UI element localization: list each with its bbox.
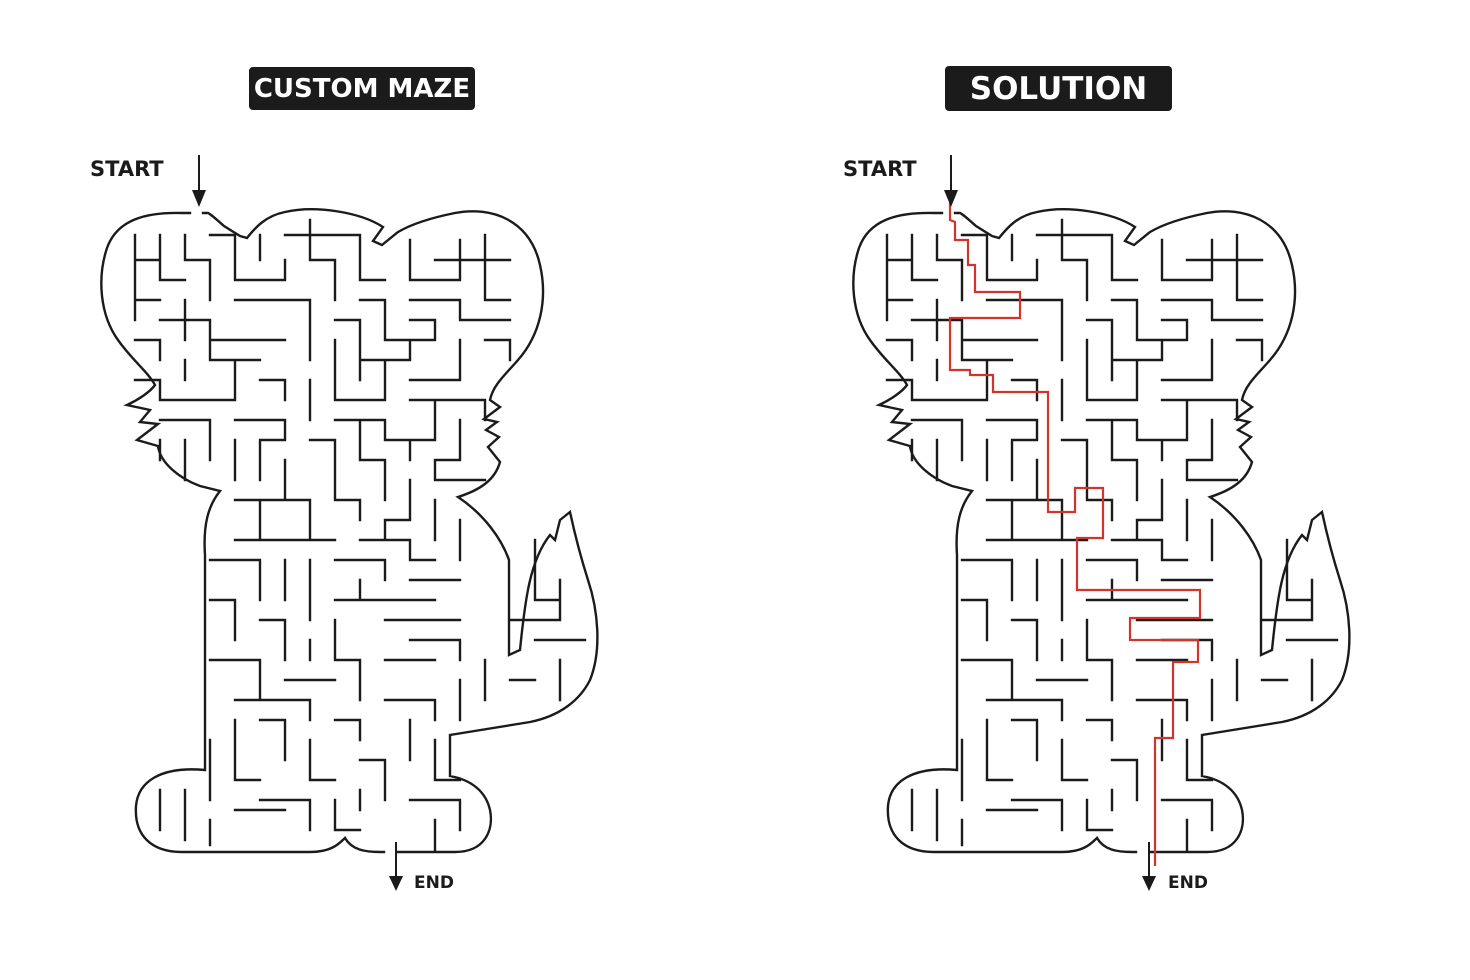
solution-end-label: END xyxy=(1168,873,1208,893)
maze-walls xyxy=(133,218,587,852)
solution-maze xyxy=(852,208,1351,854)
solution-start-label: START xyxy=(843,157,917,181)
maze-start-label: START xyxy=(90,157,164,181)
maze-end-arrow xyxy=(389,842,403,891)
solution-title: SOLUTION xyxy=(945,66,1172,111)
maze-end-label: END xyxy=(414,873,454,893)
maze-outline xyxy=(100,208,599,854)
solution-path xyxy=(948,200,1202,866)
solution-end-arrow xyxy=(1142,842,1156,891)
solution-start-arrow xyxy=(944,155,958,207)
solution-maze-outline xyxy=(852,208,1351,854)
maze-title: CUSTOM MAZE xyxy=(249,67,475,110)
maze-start-arrow xyxy=(192,155,206,207)
solution-maze-walls xyxy=(885,218,1339,852)
custom-maze xyxy=(100,208,599,854)
